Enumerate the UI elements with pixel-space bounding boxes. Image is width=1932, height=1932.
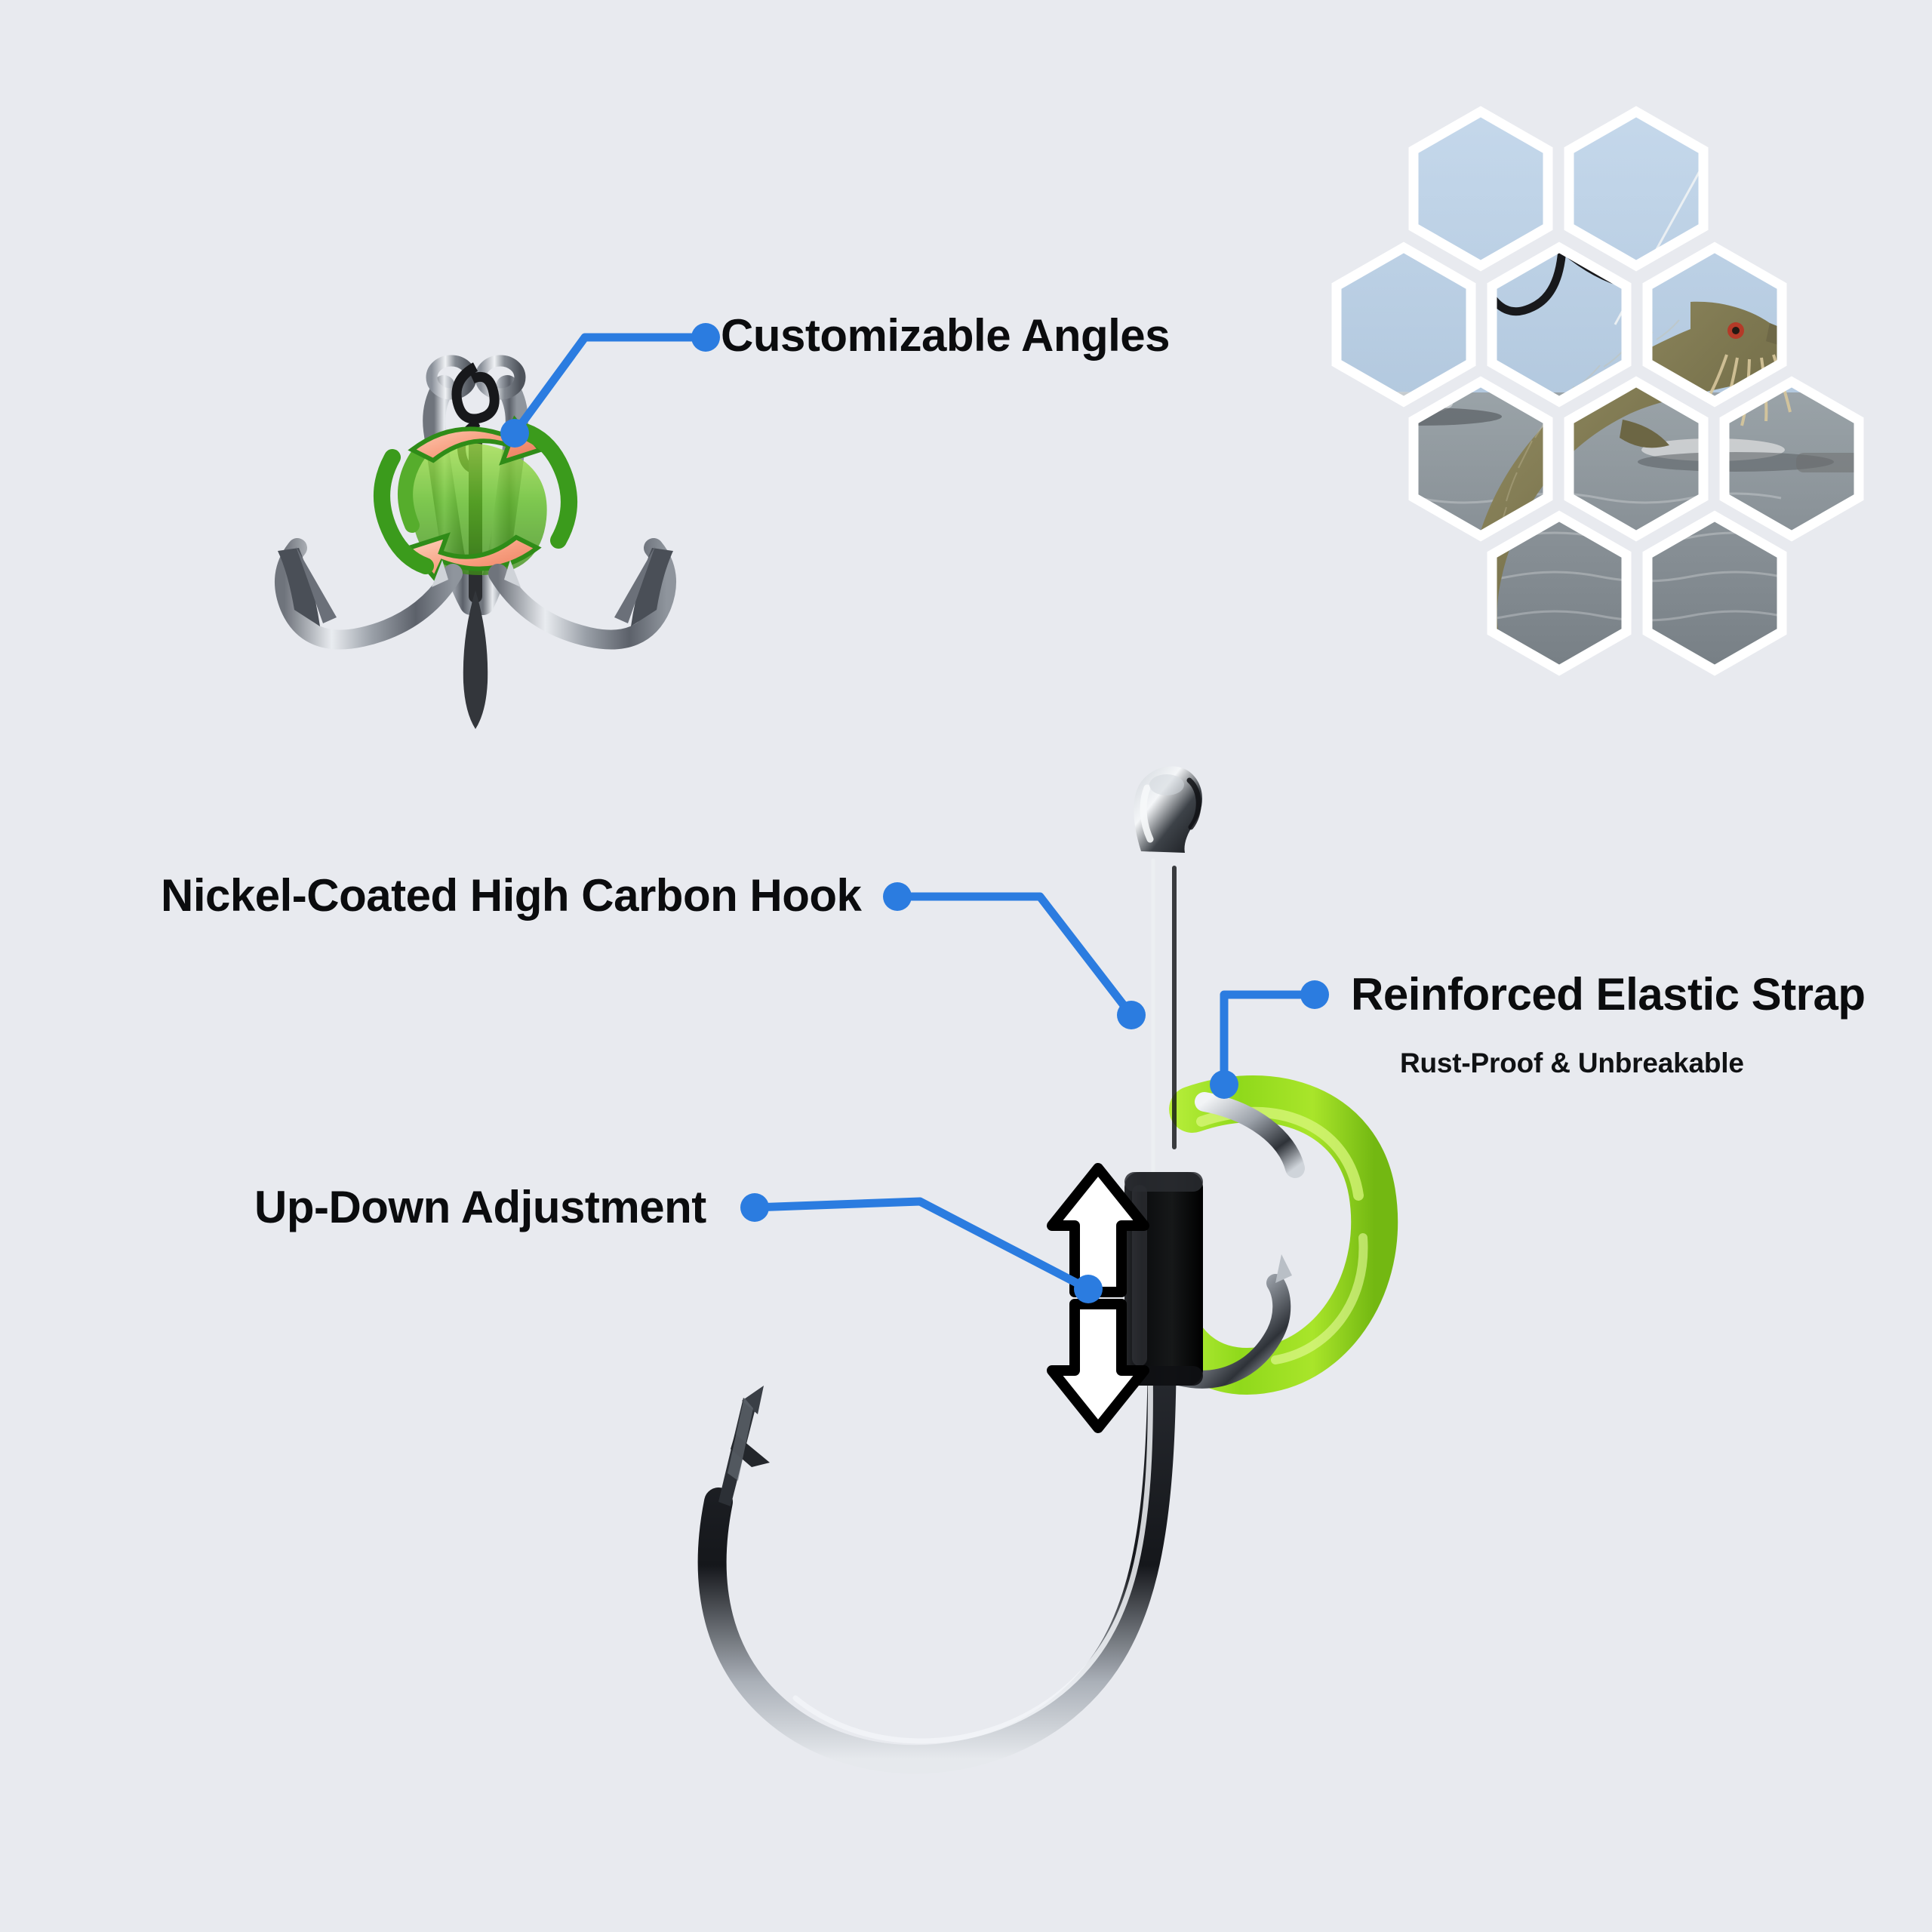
hex-grid-lines [1331, 106, 1864, 676]
treble-shanks [423, 355, 528, 615]
callout-label-customizable-angles: Customizable Angles [721, 310, 1171, 361]
leader-nickel-coated-high-carbon-hook [893, 892, 1136, 1020]
leader-customizable-angles [510, 333, 710, 438]
leader-dot-customizable-angles-target [500, 419, 529, 448]
fish-graphic [1459, 226, 1814, 670]
adjustment-sleeve [1124, 1172, 1203, 1386]
leader-reinforced-elastic-strap [1220, 990, 1319, 1089]
callout-label-nickel-coated-high-carbon-hook: Nickel-Coated High Carbon Hook [161, 870, 862, 921]
hex-collage-photo [1337, 112, 1859, 670]
leader-dot-up-down-target [1074, 1275, 1103, 1303]
leader-dot-nickel-hook-text [883, 882, 912, 911]
hook-eye [1134, 766, 1202, 853]
leader-dot-elastic-strap-target [1210, 1070, 1238, 1099]
treble-points [274, 538, 677, 729]
leader-dot-nickel-hook-target [1117, 1001, 1146, 1029]
elastic-strap-loop [1145, 1075, 1398, 1395]
leader-up-down-adjustment [750, 1197, 1093, 1294]
treble-elastic-strap [398, 443, 547, 576]
leader-dot-customizable-angles-text [691, 323, 720, 352]
callout-sublabel-rust-proof-unbreakable: Rust-Proof & Unbreakable [1400, 1048, 1744, 1078]
leader-dot-elastic-strap-text [1300, 980, 1329, 1009]
leader-dot-up-down-text [740, 1193, 769, 1222]
up-down-arrows [1047, 1163, 1149, 1433]
callout-label-up-down-adjustment: Up-Down Adjustment [254, 1182, 706, 1232]
callout-label-reinforced-elastic-strap: Reinforced Elastic Strap [1351, 969, 1866, 1020]
angle-rotation-arrows [374, 415, 577, 583]
